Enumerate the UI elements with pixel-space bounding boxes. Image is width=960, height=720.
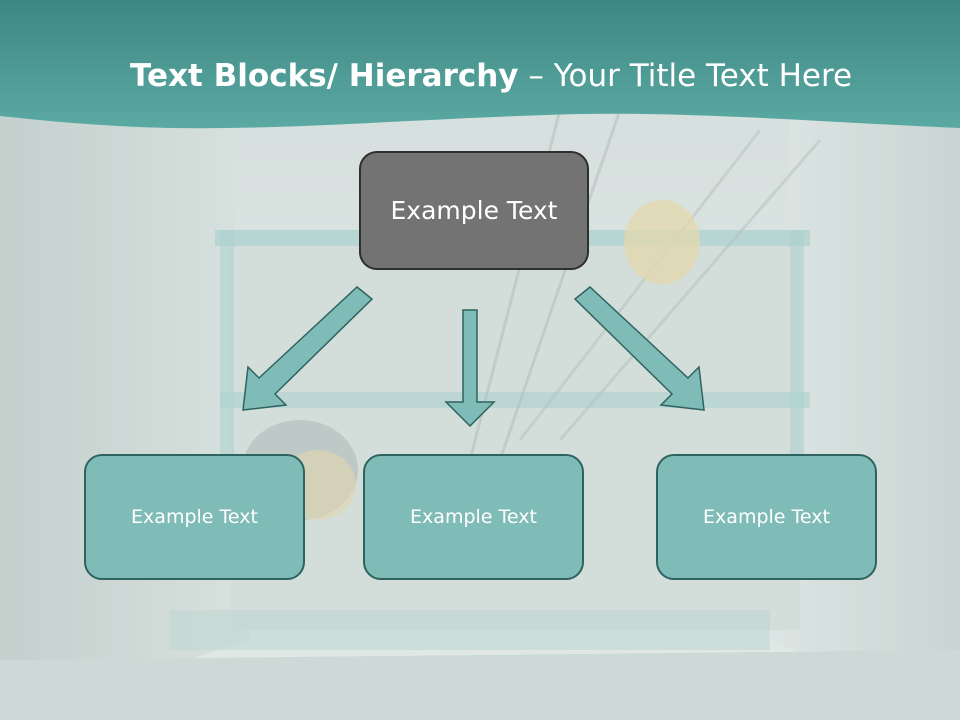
arrow-left — [242, 286, 374, 411]
hierarchy-child-box-2: Example Text — [363, 454, 584, 580]
hierarchy-child-box-3: Example Text — [656, 454, 877, 580]
arrow-right — [573, 286, 705, 411]
child-box-1-text: Example Text — [131, 506, 258, 528]
title-bold: Text Blocks/ Hierarchy — [130, 58, 519, 94]
child-box-3-text: Example Text — [703, 506, 830, 528]
hierarchy-child-box-1: Example Text — [84, 454, 305, 580]
top-box-text: Example Text — [390, 196, 558, 225]
arrow-center — [444, 309, 496, 428]
title-separator: – — [518, 58, 554, 94]
slide-title: Text Blocks/ Hierarchy – Your Title Text… — [130, 52, 930, 100]
hierarchy-top-box: Example Text — [359, 151, 589, 270]
child-box-2-text: Example Text — [410, 506, 537, 528]
title-rest: Your Title Text Here — [553, 58, 853, 94]
